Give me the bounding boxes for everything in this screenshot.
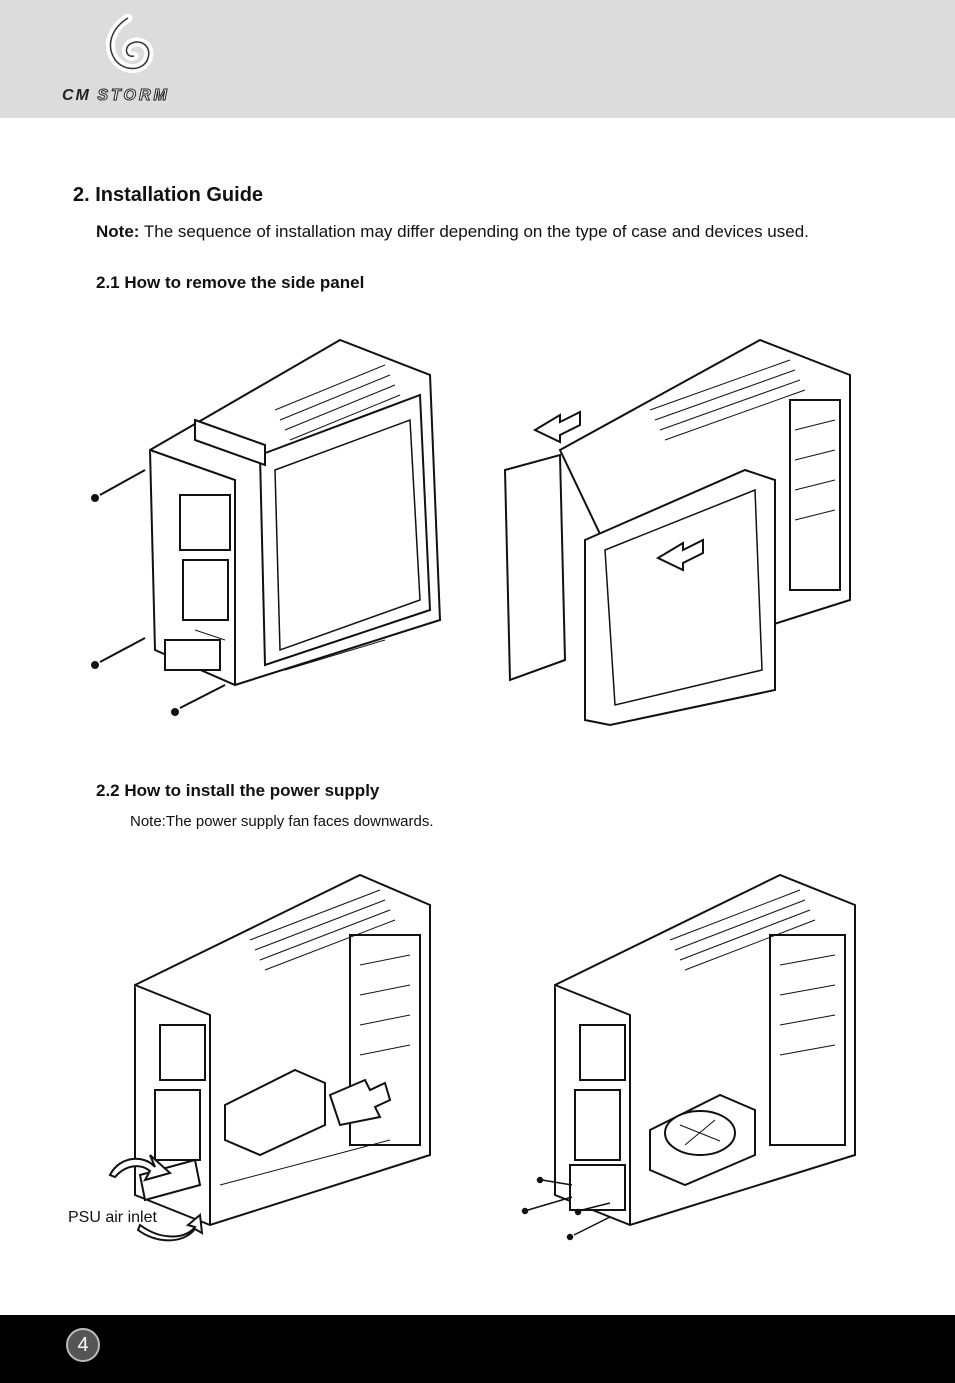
- section-title: 2. Installation Guide: [73, 184, 263, 207]
- figure-panel-removal: [500, 320, 860, 730]
- page-header: CM STORM: [0, 0, 955, 118]
- subsection-psu-note: Note:The power supply fan faces downward…: [130, 813, 434, 830]
- figure-psu-insert: [100, 855, 440, 1245]
- page-number: 4: [66, 1328, 100, 1362]
- subsection-side-panel-title: 2.1 How to remove the side panel: [96, 273, 364, 293]
- figure-case-screws: [85, 320, 450, 725]
- page-footer: [0, 1315, 955, 1383]
- cm-storm-swirl-icon: [98, 14, 158, 82]
- note-label: Note:: [96, 222, 139, 241]
- note-text: The sequence of installation may differ …: [139, 222, 808, 241]
- logo-text-storm: STORM: [97, 87, 169, 104]
- brand-logo: CM STORM: [62, 14, 192, 109]
- logo-wordmark: CM STORM: [62, 87, 170, 105]
- figure-psu-installed: [520, 855, 860, 1245]
- logo-text-cm: CM: [62, 87, 91, 104]
- subsection-psu-title: 2.2 How to install the power supply: [96, 781, 379, 801]
- section-note: Note: The sequence of installation may d…: [96, 222, 809, 242]
- psu-air-inlet-label: PSU air inlet: [68, 1209, 157, 1227]
